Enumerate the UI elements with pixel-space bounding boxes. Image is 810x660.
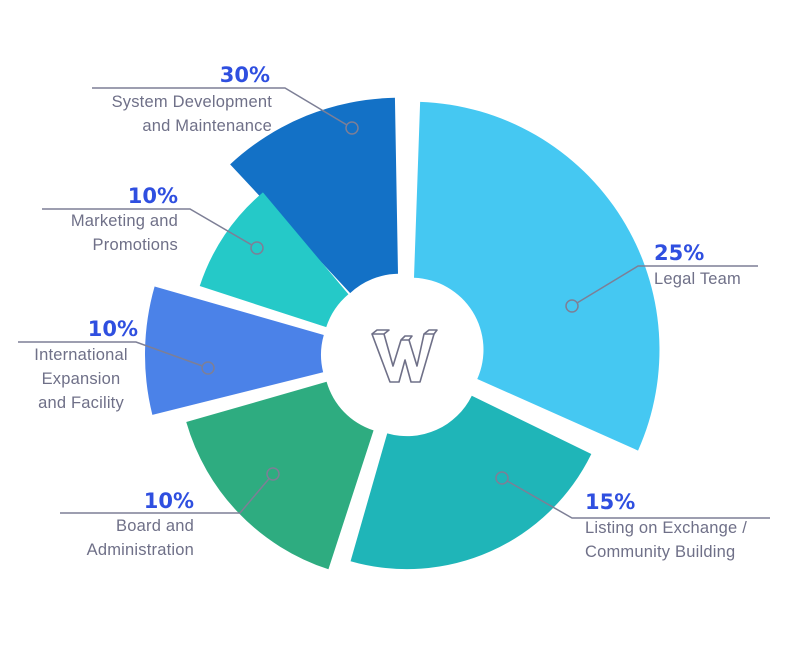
- percent-label-marketing: 10%: [127, 184, 178, 208]
- pie-slice: [413, 101, 660, 451]
- leader-dot: [250, 241, 264, 255]
- leader-line: [501, 477, 770, 519]
- slice-label-listing: Listing on Exchange / Community Building: [585, 516, 747, 564]
- label-line: Board and: [116, 517, 194, 535]
- center-hole: [335, 287, 471, 423]
- label-line: Promotions: [92, 236, 178, 254]
- leader-dot: [565, 299, 579, 313]
- leader-dot: [266, 467, 280, 481]
- label-line: Expansion: [41, 370, 121, 388]
- label-line: Legal Team: [654, 270, 742, 288]
- leader-line: [42, 208, 258, 249]
- percent-label-international: 10%: [87, 317, 138, 341]
- percent-label-listing: 15%: [585, 490, 636, 514]
- percent-label-legal: 25%: [654, 241, 705, 265]
- leader-dot: [495, 471, 509, 485]
- percent-label-system-development: 30%: [219, 63, 270, 87]
- label-line: System Development: [111, 93, 272, 111]
- slice-label-board: Board and Administration: [87, 514, 194, 562]
- pie-slice: [186, 381, 374, 570]
- label-line: International: [34, 346, 128, 364]
- label-line: Administration: [86, 541, 194, 559]
- label-line: and Maintenance: [142, 117, 272, 135]
- percent-label-board: 10%: [143, 489, 194, 513]
- leader-line: [92, 87, 353, 129]
- pie-slice: [199, 192, 349, 328]
- pie-slice: [145, 286, 324, 415]
- pie-slice: [230, 97, 398, 294]
- leader-dot: [201, 361, 215, 375]
- center-logo-icon: [371, 329, 438, 383]
- slice-label-marketing: Marketing and Promotions: [71, 209, 178, 257]
- label-line: and Facility: [38, 394, 124, 412]
- pie-slice: [350, 395, 592, 570]
- leader-line: [18, 341, 209, 369]
- leader-dot: [345, 121, 359, 135]
- slice-label-system-development: System Development and Maintenance: [112, 90, 272, 138]
- label-line: Marketing and: [70, 212, 178, 230]
- slice-label-legal: Legal Team: [654, 267, 741, 291]
- leader-line: [60, 473, 274, 514]
- slice-label-international: International Expansion and Facility: [22, 343, 140, 415]
- leader-line: [571, 265, 758, 307]
- label-line: Community Building: [585, 543, 736, 561]
- label-line: Listing on Exchange /: [585, 519, 747, 537]
